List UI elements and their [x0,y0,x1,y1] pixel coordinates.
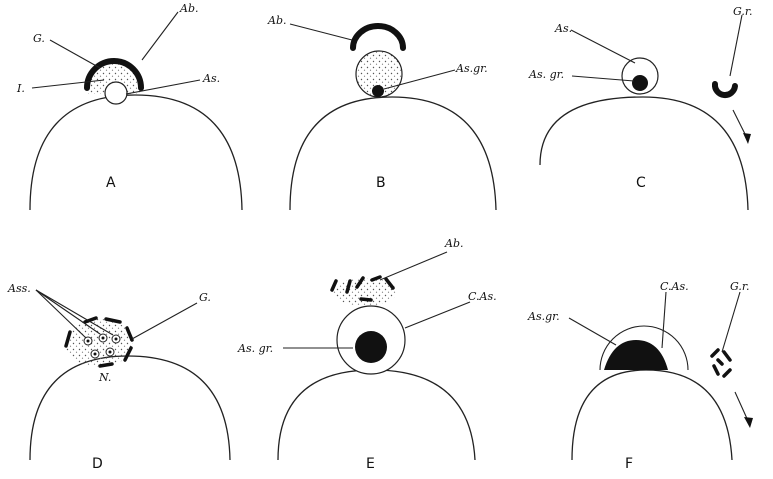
as-sphere [105,82,127,104]
panel-letter: E [366,456,375,472]
label-g: G. [199,291,211,304]
egg-surface [540,97,748,210]
g-r-remnant [715,84,735,95]
label-n: N. [98,371,111,384]
as-granule [355,331,387,363]
panel-e: Ab. C.As. As. gr. E [237,237,497,472]
as-granule [632,75,648,91]
panel-b: Ab. As.gr. B [267,14,496,210]
as-granule [372,85,384,97]
egg-surface [278,370,475,460]
panel-letter: C [636,175,646,191]
g-r-fragments [712,350,730,376]
panel-letter: F [625,456,633,472]
egg-surface [290,97,496,210]
arrow-head [743,133,751,144]
label-as-gr: As.gr. [527,310,560,323]
panel-letter: D [92,456,103,472]
label-ab: Ab. [267,14,286,27]
label-g-r: G.r. [733,5,752,18]
panel-c: As. As. gr. G.r. C [528,5,752,210]
label-i: I. [16,82,25,95]
panel-d: Ass. G. N. D [7,282,230,472]
panel-a: G. Ab. I. As. A [16,2,242,210]
label-g-r: G.r. [730,280,749,293]
label-c-as: C.As. [660,280,689,293]
label-as-gr: As.gr. [455,62,488,75]
label-ass: Ass. [7,282,31,295]
panel-f: As.gr. C.As. G.r. F [527,280,753,472]
panel-letter: A [106,175,116,191]
label-as: As. [554,22,572,35]
label-ab: Ab. [444,237,463,250]
label-ab: Ab. [179,2,198,15]
label-c-as: C.As. [468,290,497,303]
panel-letter: B [376,175,386,191]
ab-cap [353,26,403,48]
egg-surface [30,356,230,460]
label-as-gr: As. gr. [528,68,564,81]
egg-surface [572,370,732,460]
label-as: As. [202,72,220,85]
label-as-gr: As. gr. [237,342,273,355]
egg-surface [30,95,242,210]
arrow-head [744,417,753,428]
label-g: G. [33,32,45,45]
